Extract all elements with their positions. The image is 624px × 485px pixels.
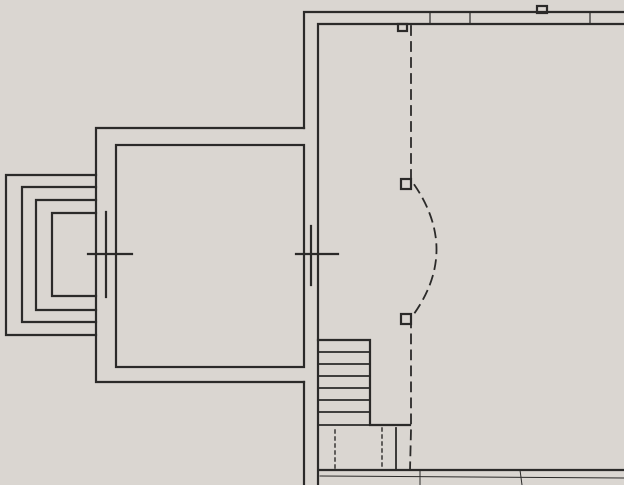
porch-step-1	[4, 173, 98, 337]
post-top	[396, 22, 409, 33]
post-upper	[399, 177, 413, 191]
top-wall-ticks	[429, 11, 591, 25]
main-room-inner-wall	[316, 22, 624, 485]
porch-step-4	[50, 211, 98, 298]
staircase-dotted-edge	[334, 427, 383, 471]
left-doorway	[86, 210, 134, 299]
porch-step-2	[20, 185, 98, 324]
middle-room-inner-wall	[114, 143, 306, 369]
staircase-outline	[316, 338, 412, 427]
main-room-bottom-wall-texture	[319, 469, 624, 485]
main-room-outer-wall	[302, 10, 624, 485]
middle-doorway	[294, 224, 340, 287]
staircase-treads	[317, 351, 371, 426]
porch-step-3	[34, 198, 98, 312]
post-lower	[399, 312, 413, 326]
top-wall-post	[535, 4, 549, 15]
dashed-partition	[409, 25, 438, 471]
